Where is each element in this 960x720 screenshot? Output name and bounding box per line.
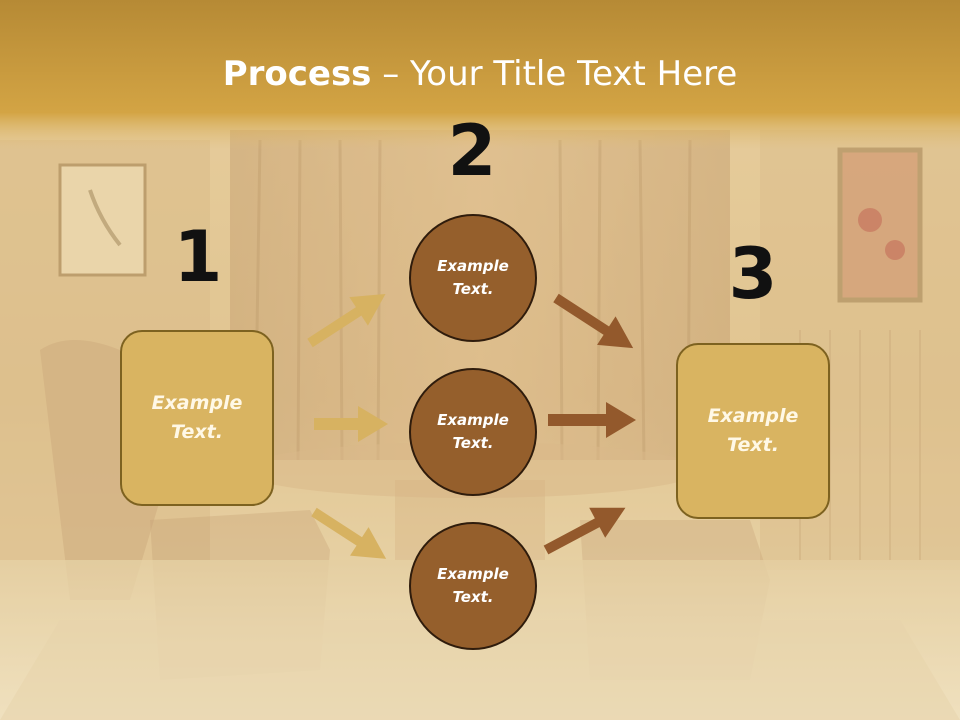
arrow-right-up [543,507,626,555]
circle-middle-text: Example Text. [437,409,509,455]
circle-middle[interactable]: Example Text. [409,368,537,496]
step-number-3: 3 [728,233,778,315]
step-number-1: 1 [173,216,223,298]
slide-title-rest: – Your Title Text Here [371,54,738,94]
circle-middle-line2: Text. [452,434,494,452]
circle-middle-line1: Example [437,411,509,429]
arrow-left-mid [314,406,388,442]
circle-top-line1: Example [437,257,509,275]
arrow-left-down [311,507,387,559]
left-arrows [307,293,388,559]
circle-bottom[interactable]: Example Text. [409,522,537,650]
arrow-left-up [307,293,386,348]
circle-top[interactable]: Example Text. [409,214,537,342]
slide-title-bold: Process [222,54,372,94]
right-arrows [543,293,636,555]
arrow-right-mid [548,402,636,438]
step-number-2: 2 [447,110,497,192]
step-box-1[interactable]: Example Text. [120,330,274,506]
circle-bottom-line2: Text. [452,588,494,606]
circle-top-text: Example Text. [437,255,509,301]
step-box-3[interactable]: Example Text. [676,343,830,519]
step-box-1-line1: Example [151,392,243,414]
step-box-1-text: Example Text. [152,389,243,447]
arrow-right-down [553,293,634,349]
step-box-3-line1: Example [707,405,799,427]
circle-bottom-text: Example Text. [437,563,509,609]
step-box-3-text: Example Text. [708,402,799,460]
slide-title: Process – Your Title Text Here [0,52,960,96]
step-box-1-line2: Text. [171,421,223,443]
circle-bottom-line1: Example [437,565,509,583]
step-box-3-line2: Text. [727,434,779,456]
circle-top-line2: Text. [452,280,494,298]
